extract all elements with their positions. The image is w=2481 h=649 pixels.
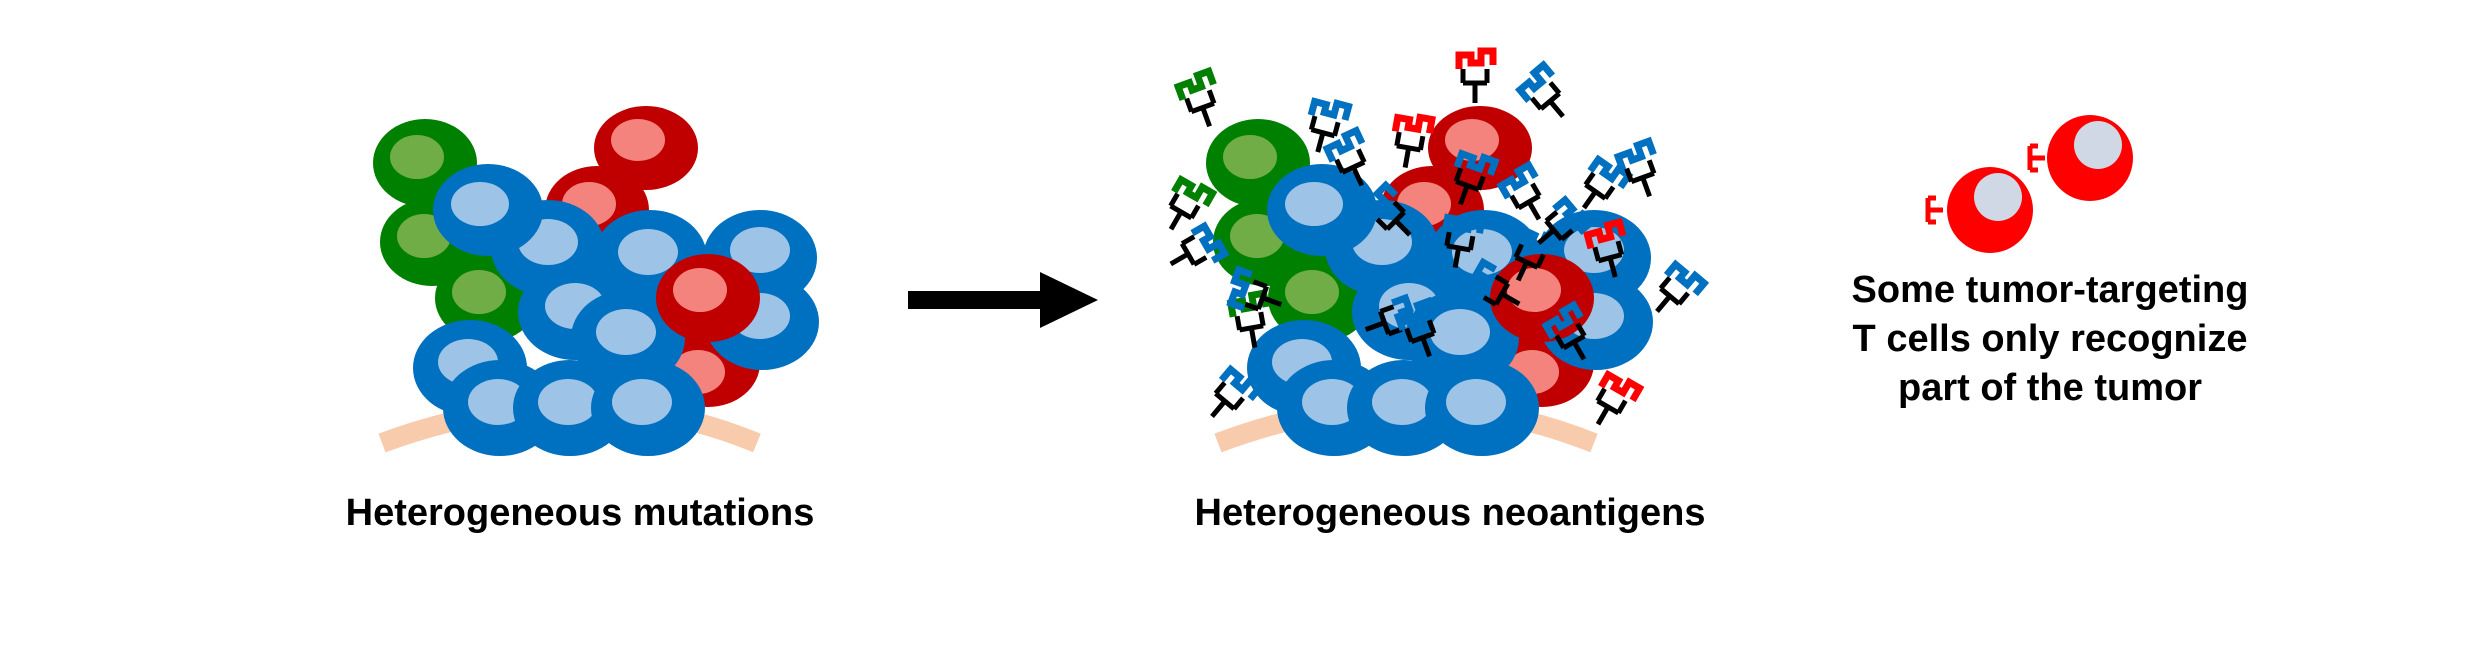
- tumor-cell-blue: [591, 360, 705, 456]
- t-cell-icon: [2027, 115, 2133, 201]
- tumor-cell-blue: [1347, 360, 1461, 456]
- neoantigen-icon: [1583, 217, 1627, 278]
- caption-line: T cells only recognize: [1852, 318, 2248, 360]
- right-arrow-icon: [908, 272, 1098, 328]
- neoantigen-icon: [1168, 174, 1218, 231]
- neoantigen-icon: [1322, 125, 1367, 187]
- neoantigen-icon: [1441, 213, 1486, 269]
- tumor-mutations-cluster: [373, 106, 819, 456]
- tumor-cell-red: [1428, 106, 1532, 190]
- neoantigen-icon: [1359, 180, 1412, 237]
- neoantigen-icon: [1595, 369, 1645, 426]
- neoantigen-icon: [1536, 194, 1595, 245]
- t-cell-icon: [1925, 167, 2033, 253]
- neoantigen-icon: [1226, 265, 1283, 312]
- caption-line: part of the tumor: [1898, 367, 2202, 409]
- tumor-cell-blue: [1425, 360, 1539, 456]
- tumor-cell-blue: [513, 360, 627, 456]
- tumor-cell-blue: [433, 164, 543, 256]
- neoantigen-icon: [1210, 364, 1265, 419]
- caption-t-cell-recognition: Some tumor-targeting T cells only recogn…: [1770, 266, 2330, 413]
- neoantigen-icon: [1655, 259, 1710, 314]
- neoantigen-icon: [1173, 66, 1217, 128]
- neoantigen-icon: [1393, 296, 1437, 358]
- tumor-cell-red: [656, 254, 760, 342]
- neoantigen-icon: [1391, 113, 1436, 169]
- caption-line: Some tumor-targeting: [1851, 269, 2249, 311]
- neoantigen-icon: [1464, 257, 1521, 307]
- neoantigen-icon: [1514, 60, 1565, 119]
- neoantigen-icon: [1453, 149, 1500, 206]
- neoantigen-icon: [1513, 225, 1562, 282]
- neoantigen-icon: [1541, 300, 1587, 361]
- tumor-cell-red: [594, 106, 698, 190]
- neoantigen-icon: [1496, 160, 1542, 221]
- neoantigen-icon: [1169, 221, 1230, 267]
- tumor-cell-blue: [1267, 164, 1377, 256]
- neoantigen-layer: [1168, 47, 1710, 426]
- neoantigen-icon: [1613, 136, 1657, 198]
- caption-heterogeneous-mutations: Heterogeneous mutations: [345, 492, 815, 534]
- tumor-neoantigens-cluster: [1168, 47, 1710, 456]
- neoantigen-icon: [1455, 47, 1497, 103]
- neoantigen-icon: [1307, 97, 1353, 153]
- caption-heterogeneous-neoantigens: Heterogeneous neoantigens: [1194, 492, 1706, 534]
